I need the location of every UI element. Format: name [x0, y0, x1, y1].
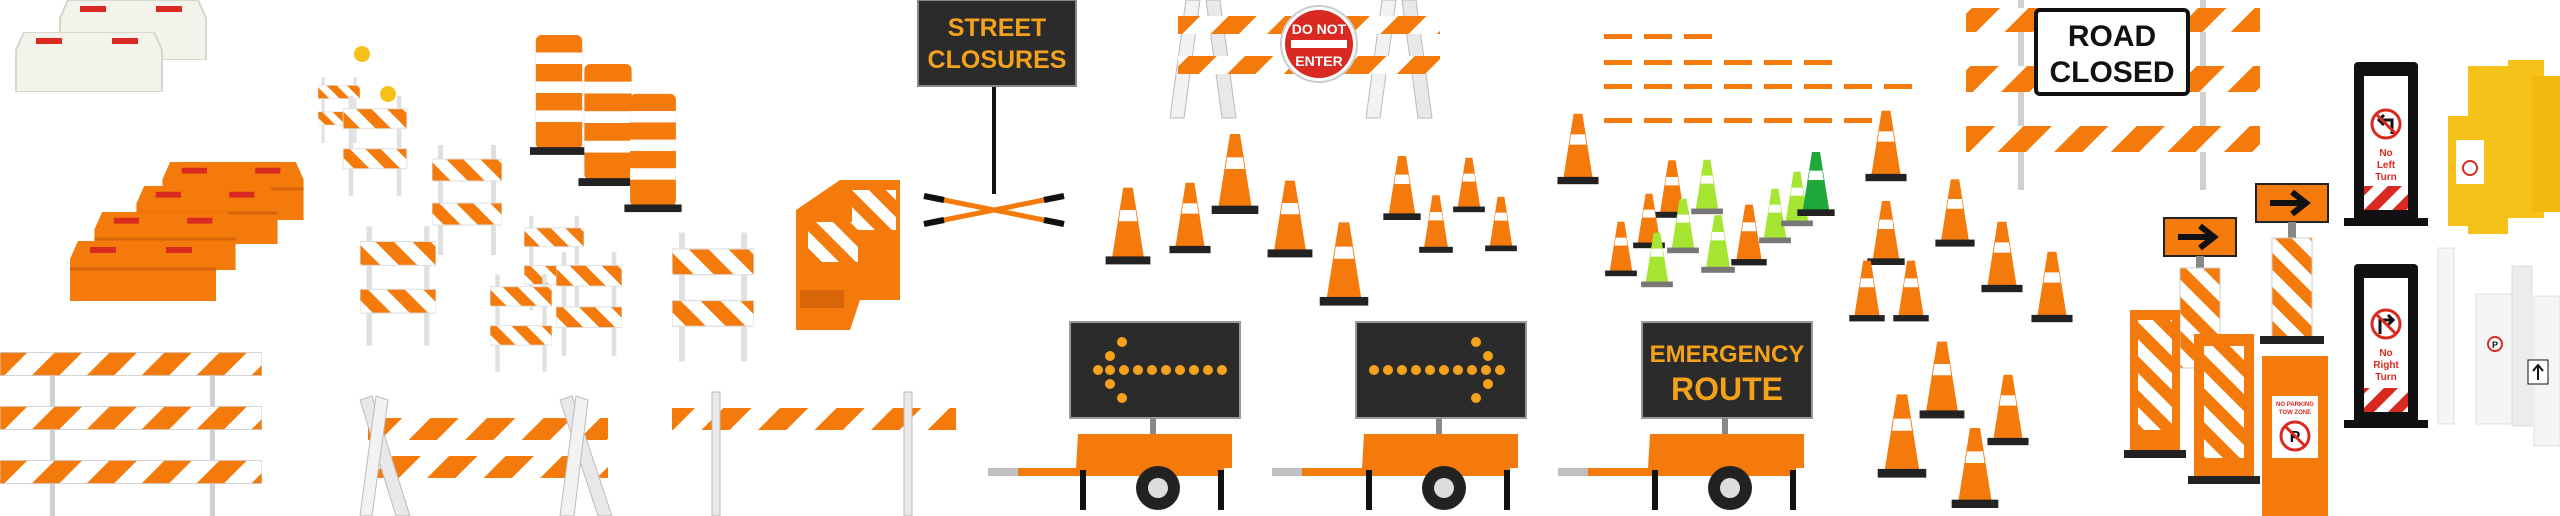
arrow-board-right	[1272, 321, 1527, 510]
arrow-board-left	[988, 321, 1241, 510]
emergency-line1: EMERGENCY	[1650, 341, 1805, 368]
svg-text:P: P	[2492, 340, 2498, 350]
emergency-line2: ROUTE	[1671, 371, 1783, 407]
no-right-turn-icon	[2370, 308, 2402, 340]
arrow-right-icon	[2270, 189, 2311, 217]
single-rail-barricade	[672, 391, 956, 516]
no-left-turn-panel: No Left Turn	[2344, 62, 2428, 226]
street-closures-line1: STREET	[948, 14, 1047, 42]
no-right-line2: Right	[2373, 360, 2399, 371]
do-not-enter-barricade: DO NOT ENTER	[1169, 0, 1440, 119]
vertical-panels: NO PARKING TOW ZONE P	[2124, 183, 2329, 516]
no-left-line3: Turn	[2375, 172, 2396, 183]
do-not-line1: DO NOT	[1292, 21, 1347, 37]
road-closed-line2: CLOSED	[2049, 56, 2174, 89]
tow-zone-text: TOW ZONE	[2279, 410, 2311, 416]
a-frame-barricades	[318, 46, 754, 373]
arrow-right-icon	[1369, 337, 1505, 403]
no-right-line1: No	[2379, 348, 2392, 359]
arrow-right-icon	[2178, 223, 2219, 251]
street-closures-line2: CLOSURES	[928, 46, 1067, 74]
white-panels: P	[2437, 247, 2560, 447]
type-three-barricade-left	[0, 352, 262, 516]
traffic-drums	[530, 35, 682, 213]
road-closed-barricade: ROAD CLOSED	[1966, 0, 2260, 190]
no-parking-icon: P	[2279, 420, 2311, 452]
emergency-route-board: EMERGENCY ROUTE	[1558, 321, 1813, 510]
road-closed-line1: ROAD	[2068, 20, 2156, 53]
no-left-turn-icon	[2370, 108, 2402, 140]
arrow-left-icon	[1093, 337, 1227, 403]
type-three-barricade-middle	[359, 395, 613, 516]
no-right-turn-panel: No Right Turn	[2344, 264, 2428, 428]
yellow-barricade-panels	[2448, 60, 2560, 234]
no-left-line2: Left	[2377, 160, 2396, 171]
no-left-line1: No	[2379, 148, 2392, 159]
traffic-cones-right	[1557, 110, 2073, 508]
up-arrow-icon	[2527, 359, 2549, 385]
no-parking-text: NO PARKING	[2276, 402, 2314, 408]
do-not-line2: ENTER	[1295, 53, 1342, 69]
lane-dashes	[1604, 34, 1912, 123]
no-right-line3: Turn	[2375, 372, 2396, 383]
white-jersey-barriers	[15, 0, 207, 92]
orange-jersey-barriers	[68, 162, 306, 302]
plastic-barricades	[796, 180, 900, 330]
traffic-cones-middle	[1105, 134, 1517, 306]
street-closures-sign: STREET CLOSURES	[917, 0, 1077, 227]
